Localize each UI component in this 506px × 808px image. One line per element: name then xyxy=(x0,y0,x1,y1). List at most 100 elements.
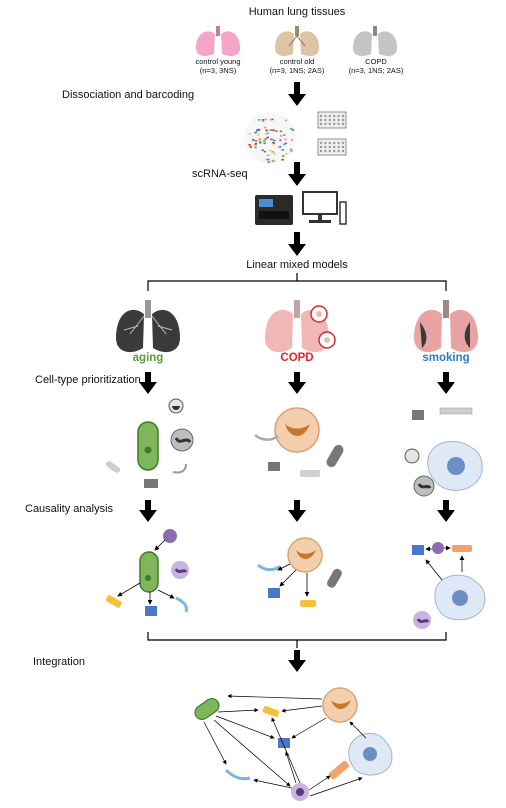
small-cell-gray xyxy=(168,398,184,414)
step-tissues-label: Human lung tissues xyxy=(248,6,346,18)
step-prioritization-label: Cell-type prioritization xyxy=(35,374,141,386)
barcode-dot xyxy=(270,138,273,141)
step-causality-label: Causality analysis xyxy=(25,503,114,515)
barcode-dot xyxy=(279,130,283,133)
well-plate-icon xyxy=(317,111,347,156)
barcode-dot xyxy=(264,118,268,121)
barcode-dot xyxy=(254,146,257,149)
barcode-dot xyxy=(254,142,258,145)
barcode-dot xyxy=(263,142,266,145)
step-dissociation-label: Dissociation and barcoding xyxy=(62,89,195,101)
trait-arrow xyxy=(288,500,306,522)
well xyxy=(333,145,336,149)
well xyxy=(319,149,323,153)
barcode-dot xyxy=(267,158,270,161)
immune-cell-gray xyxy=(170,428,194,452)
well xyxy=(333,114,336,118)
well xyxy=(319,145,323,149)
well xyxy=(328,149,331,153)
barcode-dot xyxy=(256,134,260,136)
well xyxy=(319,141,323,145)
trait-arrow xyxy=(139,372,157,394)
step-models-label: Linear mixed models xyxy=(246,259,348,271)
trait-aging-label: aging xyxy=(132,352,164,364)
well xyxy=(341,118,345,122)
barcode-dot xyxy=(269,118,273,121)
barcode-dot xyxy=(261,120,265,123)
barcode-dot xyxy=(252,139,255,141)
well xyxy=(324,141,327,145)
well xyxy=(319,118,323,122)
integration-bracket xyxy=(147,632,447,648)
barcode-dot xyxy=(284,138,287,141)
causal-network-copd xyxy=(257,537,342,607)
well xyxy=(328,122,331,126)
well xyxy=(328,145,331,149)
lung-smoking-icon xyxy=(414,300,478,353)
neutrophil-orange xyxy=(274,407,320,453)
well xyxy=(324,118,327,122)
well xyxy=(328,114,331,118)
trait-arrow xyxy=(437,500,455,522)
well xyxy=(333,149,336,153)
mixed-cells-gray xyxy=(404,407,473,497)
well xyxy=(324,114,327,118)
trait-arrow xyxy=(437,372,455,394)
barcode-dot xyxy=(258,119,261,121)
well xyxy=(341,149,345,153)
barcode-dot xyxy=(249,146,252,148)
group-old-n: (n=3, 1NS; 2AS) xyxy=(269,65,325,75)
trait-smoking-label: smoking xyxy=(422,352,470,364)
barcode-dot xyxy=(273,139,276,142)
step-scrnaseq-label: scRNA-seq xyxy=(192,168,248,180)
well xyxy=(333,118,336,122)
causal-network-smoking xyxy=(412,542,486,629)
trait-arrow xyxy=(288,372,306,394)
well xyxy=(341,145,345,149)
barcode-dot xyxy=(290,150,293,153)
barcode-dot xyxy=(290,128,293,130)
barcode-dot xyxy=(254,140,258,142)
sequencer-icon xyxy=(255,195,293,225)
barcode-dot xyxy=(283,134,286,136)
barcode-dot xyxy=(272,142,275,144)
barcode-dot xyxy=(283,143,286,146)
barcode-dot xyxy=(266,136,269,139)
barcode-dot xyxy=(277,146,280,149)
barcode-dot xyxy=(265,129,268,132)
barcode-dot xyxy=(275,130,278,132)
barcode-dot xyxy=(284,142,288,145)
models-bracket xyxy=(147,273,447,291)
barcode-dot xyxy=(290,139,294,141)
barcode-dot xyxy=(248,132,252,135)
barcode-dot xyxy=(254,144,257,146)
barcode-dot xyxy=(257,128,261,131)
group-young-n: (n=3, 3NS) xyxy=(199,65,237,75)
integration-network xyxy=(194,687,393,801)
barcode-dot xyxy=(263,140,266,142)
lung-dark-icon xyxy=(116,300,180,353)
causal-network-aging xyxy=(105,529,189,616)
barcode-dot xyxy=(290,149,293,151)
trait-copd-label: COPD xyxy=(280,352,314,364)
well xyxy=(341,114,345,118)
barcode-dot xyxy=(285,153,288,155)
step-arrow xyxy=(288,162,306,186)
lung-pink-icon xyxy=(196,26,240,56)
group-old-name: control old xyxy=(279,57,315,66)
well xyxy=(337,149,340,153)
barcode-dot xyxy=(271,151,274,153)
well xyxy=(337,118,340,122)
macrophage-blue xyxy=(427,441,483,491)
well xyxy=(328,141,331,145)
barcode-dot xyxy=(266,132,269,135)
barcode-dot xyxy=(266,154,270,157)
epithelial-cell-green xyxy=(137,421,159,471)
step-arrow xyxy=(288,82,306,106)
barcoded-cells-icon xyxy=(244,112,296,164)
well xyxy=(319,122,323,126)
lung-beige-icon xyxy=(275,26,319,56)
cilia-cell-gray xyxy=(105,461,187,488)
well xyxy=(328,118,331,122)
bar-cell-gray xyxy=(254,434,344,477)
